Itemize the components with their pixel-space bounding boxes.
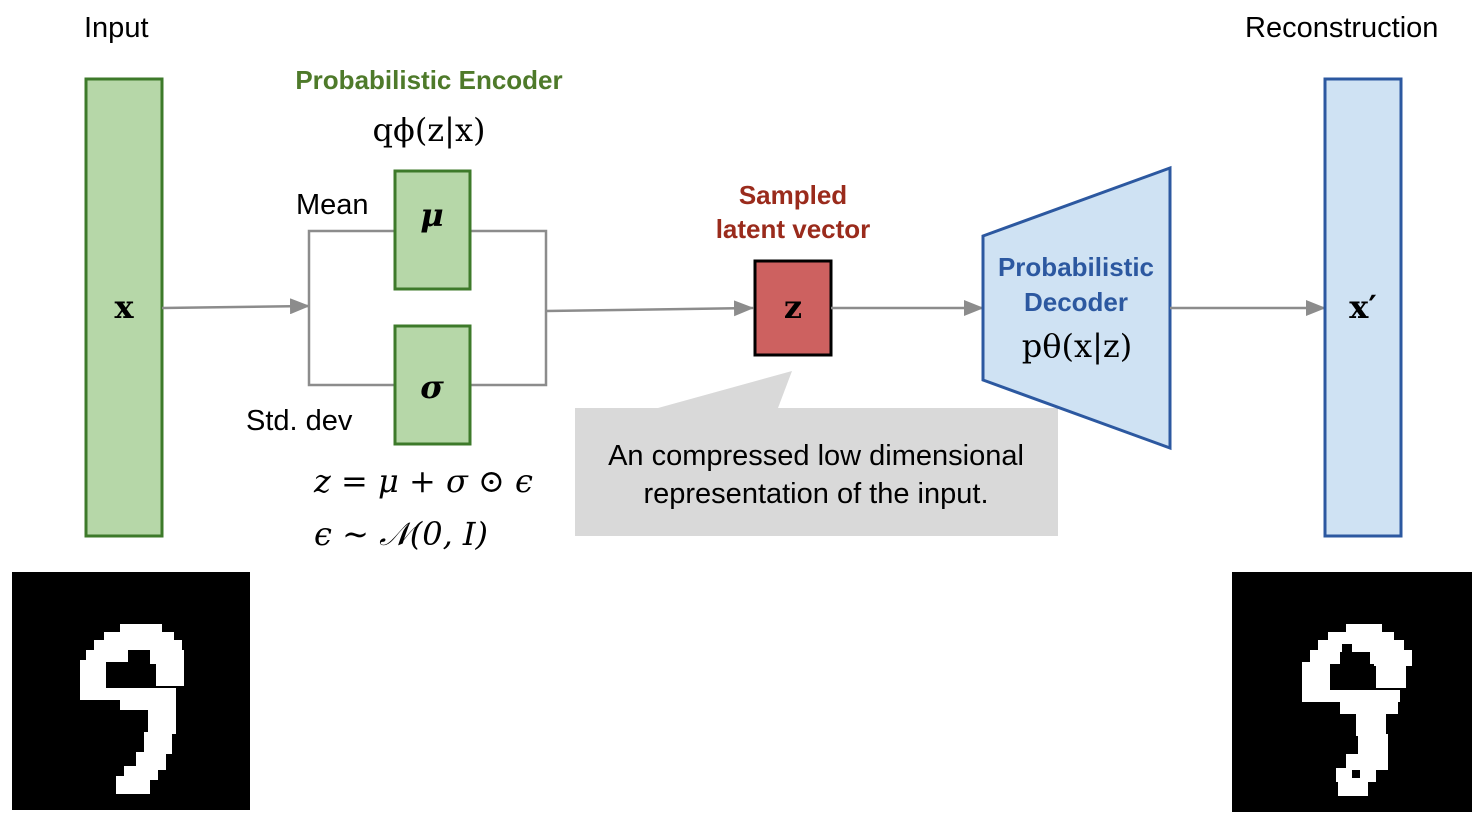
decoder-block bbox=[981, 165, 1172, 451]
latent-title-line1: Sampled bbox=[739, 180, 847, 210]
callout-bubble bbox=[575, 371, 1058, 536]
reconstruction-label: Reconstruction bbox=[1245, 12, 1438, 44]
input-vector-bar bbox=[84, 77, 164, 538]
decoder-title-line1: Probabilistic bbox=[998, 252, 1154, 282]
input-label: Input bbox=[84, 12, 149, 44]
decoder-title-line2: Decoder bbox=[1024, 287, 1128, 317]
sigma-symbol: σ bbox=[420, 368, 444, 406]
arrow-encoder-to-latent bbox=[545, 300, 754, 317]
mu-node bbox=[393, 169, 472, 291]
encoder-wire-mu-in bbox=[307, 229, 395, 387]
encoder-formula: qϕ(z|x) bbox=[373, 111, 486, 149]
input-digit-image bbox=[12, 572, 250, 810]
encoder-title: Probabilistic Encoder bbox=[295, 65, 562, 95]
callout-line1: An compressed low dimensional bbox=[608, 440, 1024, 472]
callout-line2: representation of the input. bbox=[643, 478, 988, 510]
encoder-wire-out bbox=[470, 229, 548, 387]
latent-symbol: z bbox=[784, 288, 802, 326]
output-vector-bar bbox=[1323, 77, 1403, 538]
reparam-equation: z = μ + σ ⊙ ϵ bbox=[313, 462, 533, 500]
mu-symbol: μ bbox=[420, 196, 443, 234]
reconstruction-digit-image bbox=[1232, 572, 1472, 812]
sigma-node bbox=[393, 324, 472, 446]
input-symbol: x bbox=[114, 288, 134, 326]
noise-equation: ϵ ∼ 𝒩(0, I) bbox=[314, 515, 488, 553]
decoder-formula: pθ(x|z) bbox=[1022, 327, 1132, 365]
latent-title-line2: latent vector bbox=[716, 214, 871, 244]
mean-label: Mean bbox=[296, 189, 369, 221]
arrow-input-to-encoder bbox=[161, 298, 310, 315]
output-symbol: x′ bbox=[1349, 288, 1377, 326]
std-dev-label: Std. dev bbox=[246, 405, 353, 437]
